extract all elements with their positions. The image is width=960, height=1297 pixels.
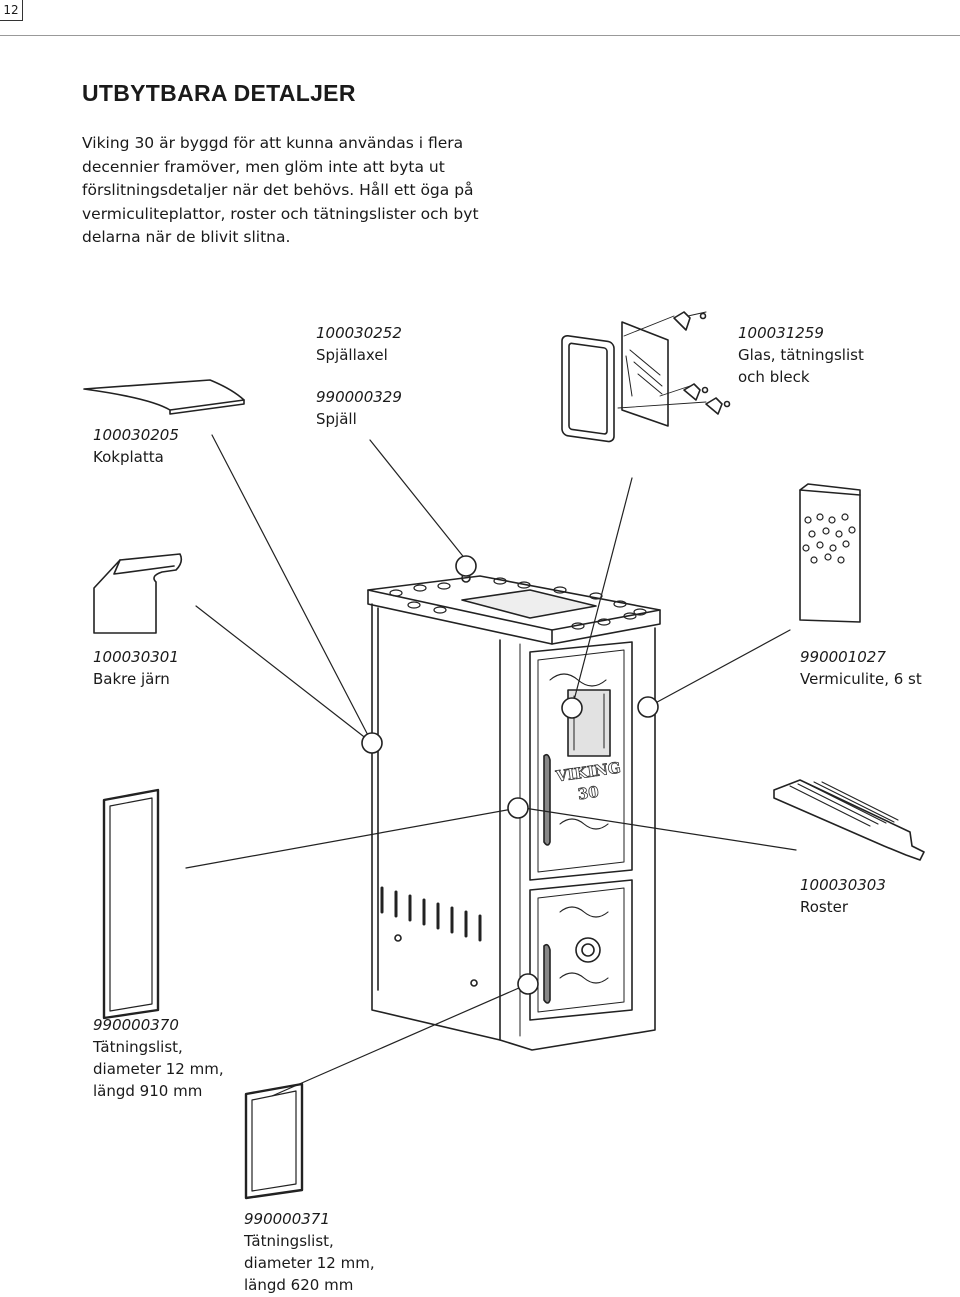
label-roster: 100030303 Roster	[800, 874, 886, 918]
label-spjallaxel: 100030252 Spjällaxel	[316, 322, 402, 366]
leader-lines	[185, 434, 797, 1097]
part-number: 100030303	[800, 876, 886, 894]
page-number: 12	[0, 0, 23, 21]
part-number: 990000329	[316, 388, 402, 406]
rear-iron-drawing	[93, 553, 183, 634]
gasket-620-drawing	[244, 1082, 304, 1200]
part-name: Vermiculite, 6 st	[800, 670, 922, 688]
part-number: 100031259	[738, 324, 824, 342]
part-desc-line3: längd 910 mm	[93, 1082, 203, 1100]
part-name-line2: och bleck	[738, 368, 810, 386]
vermiculite-plate-drawing	[799, 483, 861, 623]
cooking-plate-drawing	[83, 379, 245, 415]
label-tatningslist-620: 990000371 Tätningslist, diameter 12 mm, …	[244, 1208, 375, 1296]
grate-drawing	[773, 779, 925, 861]
part-desc-line2: diameter 12 mm,	[93, 1060, 224, 1078]
part-name: Roster	[800, 898, 849, 916]
glass-gasket-drawing	[561, 311, 731, 443]
stove-logo-line2: 30	[577, 783, 600, 804]
part-desc-line1: Tätningslist,	[93, 1038, 183, 1056]
callout-circles	[361, 555, 659, 995]
part-number: 100030205	[93, 426, 179, 444]
part-name: Spjällaxel	[316, 346, 388, 364]
part-name: Spjäll	[316, 410, 357, 428]
top-rule	[0, 35, 960, 36]
part-desc-line3: längd 620 mm	[244, 1276, 354, 1294]
stove-logo-line1: VIKING	[554, 759, 622, 786]
part-number: 990000370	[93, 1016, 179, 1034]
part-number: 100030252	[316, 324, 402, 342]
stove-body-drawing	[367, 573, 661, 1051]
label-tatningslist-910: 990000370 Tätningslist, diameter 12 mm, …	[93, 1014, 224, 1102]
label-vermiculite: 990001027 Vermiculite, 6 st	[800, 646, 922, 690]
label-glas: 100031259 Glas, tätningslist och bleck	[738, 322, 864, 388]
label-kokplatta: 100030205 Kokplatta	[93, 424, 179, 468]
part-desc-line2: diameter 12 mm,	[244, 1254, 375, 1272]
part-name-line1: Glas, tätningslist	[738, 346, 864, 364]
label-spjall: 990000329 Spjäll	[316, 386, 402, 430]
part-number: 990000371	[244, 1210, 330, 1228]
part-name: Kokplatta	[93, 448, 164, 466]
part-number: 990001027	[800, 648, 886, 666]
page-heading: UTBYTBARA DETALJER	[82, 80, 356, 106]
gasket-910-drawing	[102, 788, 160, 1020]
intro-paragraph: Viking 30 är byggd för att kunna använda…	[82, 134, 479, 246]
label-bakre-jarn: 100030301 Bakre järn	[93, 646, 179, 690]
part-number: 100030301	[93, 648, 179, 666]
part-name: Bakre järn	[93, 670, 170, 688]
part-desc-line1: Tätningslist,	[244, 1232, 334, 1250]
